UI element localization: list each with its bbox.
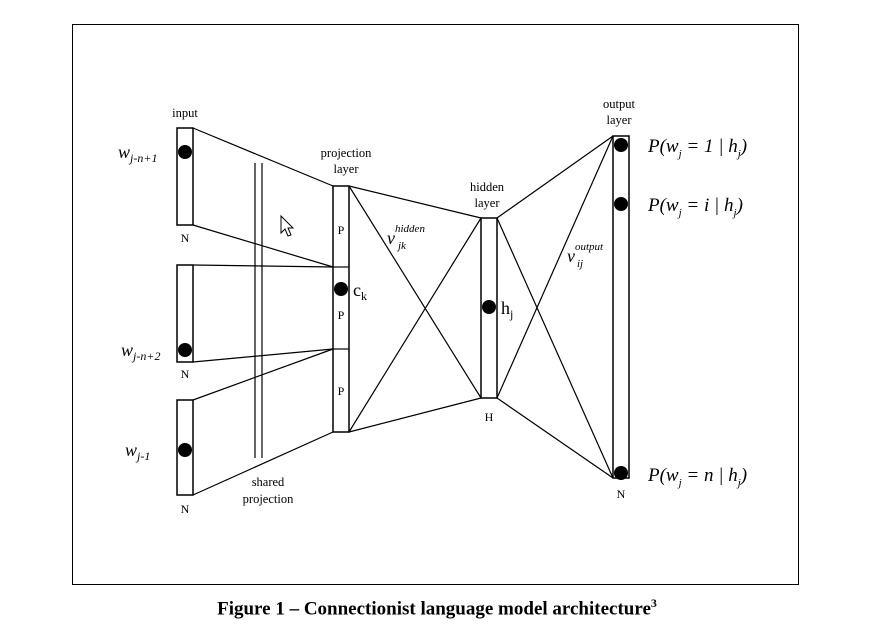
figure-frame: [72, 24, 799, 585]
projection-size-label-2: P: [338, 308, 345, 322]
figure-caption: Figure 1 – Connectionist language model …: [217, 596, 657, 620]
output-probability-label-1: P(wj = 1 | hj): [647, 136, 747, 160]
hidden-layer-label-1: hidden: [470, 180, 505, 194]
hj-label: hj: [501, 298, 513, 321]
input-size-label-3: N: [181, 502, 190, 516]
output-unit-n: [614, 466, 628, 480]
projection-layer-label-2: layer: [334, 162, 360, 176]
output-probability-label-n: P(wj = n | hj): [647, 465, 747, 489]
input-box-1: [176, 127, 194, 226]
projection-unit-ck: [334, 282, 348, 296]
hidden-output-connections: [496, 135, 614, 479]
projection-size-label-3: P: [338, 384, 345, 398]
input-word-label-2: wj-n+2: [121, 340, 160, 363]
input-size-label-2: N: [181, 367, 190, 381]
output-layer-label-2: layer: [607, 113, 633, 127]
output-layer: [612, 135, 630, 480]
input-word-label-1: wj-n+1: [118, 142, 157, 165]
projection-size-label-1: P: [338, 223, 345, 237]
projection-layer-label-1: projection: [321, 146, 372, 160]
input-box-3: [176, 399, 194, 496]
input-label: input: [172, 106, 198, 120]
input-unit-3: [178, 443, 192, 457]
input-unit-1: [178, 145, 192, 159]
ck-label: ck: [353, 280, 367, 303]
input-word-label-3: wj-1: [125, 440, 150, 463]
output-layer-label-1: output: [603, 97, 635, 111]
output-unit-1: [614, 138, 628, 152]
hidden-unit-hj: [482, 300, 496, 314]
projection-hidden-connections: [348, 185, 482, 433]
projection-layer: [332, 185, 350, 433]
input-box-2: [176, 264, 194, 363]
output-size-label: N: [617, 487, 626, 501]
input-size-label-1: N: [181, 231, 190, 245]
input-projection-connections: [192, 127, 334, 496]
shared-projection-label-2: projection: [243, 492, 294, 506]
mouse-pointer-icon: [280, 214, 295, 237]
shared-projection-label-1: shared: [252, 475, 285, 489]
input-unit-2: [178, 343, 192, 357]
hidden-layer-label-2: layer: [475, 196, 501, 210]
hidden-size-label: H: [485, 410, 494, 424]
hidden-layer: [480, 217, 498, 399]
shared-projection-bars: [254, 163, 263, 458]
output-unit-i: [614, 197, 628, 211]
output-probability-label-i: P(wj = i | hj): [647, 195, 743, 219]
